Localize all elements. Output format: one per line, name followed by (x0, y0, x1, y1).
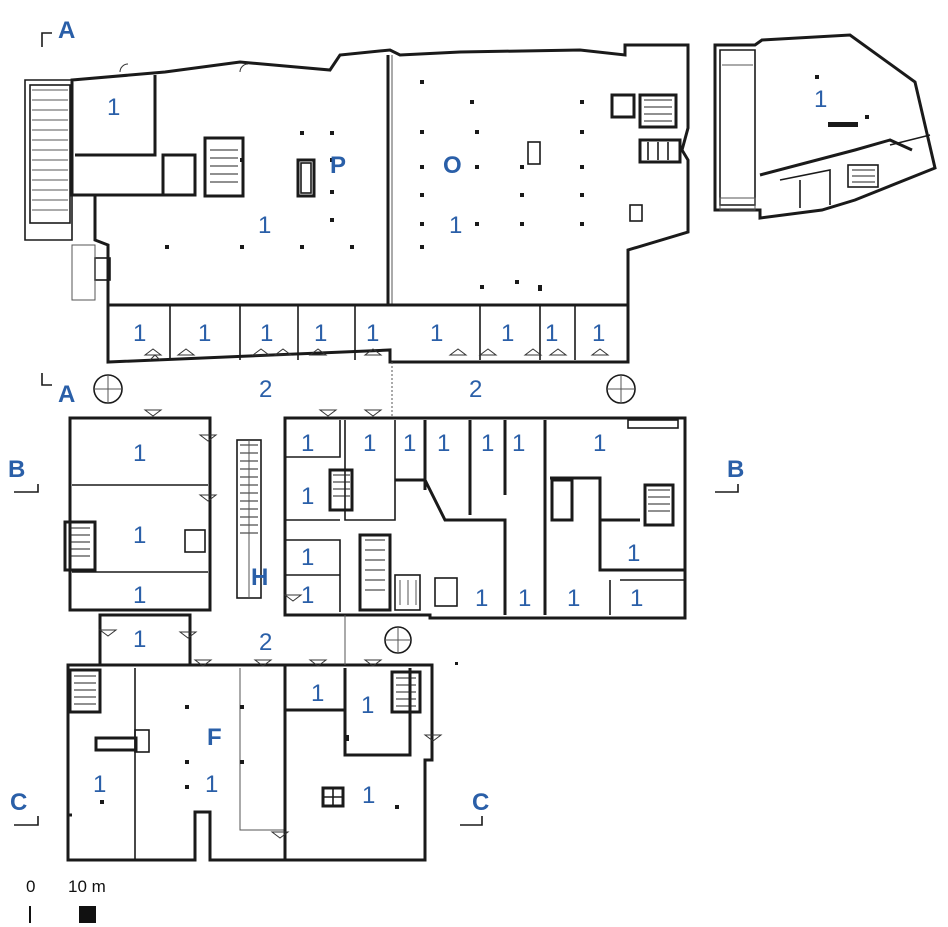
room-label: 1 (366, 320, 379, 347)
section-mark-b-left: B (8, 456, 25, 483)
block-f (66, 663, 287, 862)
block-lower-right (283, 663, 434, 862)
room-label: 1 (314, 320, 327, 347)
room-label: 1 (518, 585, 531, 612)
room-label: 1 (501, 320, 514, 347)
scale-tick (29, 906, 31, 923)
doors-lower (98, 409, 443, 839)
room-label: 1 (593, 430, 606, 457)
room-label: 1 (361, 692, 374, 719)
circulation-label: 2 (259, 629, 272, 656)
block-middle-right (283, 416, 687, 620)
room-label: 1 (430, 320, 443, 347)
room-label: 1 (311, 680, 324, 707)
room-label: 1 (133, 320, 146, 347)
room-label: 1 (301, 430, 314, 457)
section-mark-b-right: B (727, 456, 744, 483)
room-label: 1 (630, 585, 643, 612)
doors-upper (119, 63, 610, 361)
scale-bar: 0 10 m (26, 877, 106, 923)
room-label: 1 (545, 320, 558, 347)
section-mark-c-left: C (10, 789, 27, 816)
room-label: 1 (437, 430, 450, 457)
room-label: 1 (512, 430, 525, 457)
room-label: 1 (567, 585, 580, 612)
section-marks: A A B B C C (8, 17, 744, 826)
room-label: 1 (301, 483, 314, 510)
circulation-label: 2 (259, 376, 272, 403)
section-mark-c-right: C (472, 789, 489, 816)
section-mark-a-bottom: A (58, 381, 75, 408)
section-mark-a-top: A (58, 17, 75, 44)
columns-upper (165, 80, 584, 291)
zone-label-p: P (330, 152, 346, 179)
room-label: 1 (362, 782, 375, 809)
zone-label-f: F (207, 724, 222, 751)
room-label: 1 (258, 212, 271, 239)
block-northeast (713, 33, 937, 220)
room-label: 1 (627, 540, 640, 567)
circulation-label: 2 (469, 376, 482, 403)
room-label: 1 (133, 582, 146, 609)
room-label: 1 (93, 771, 106, 798)
room-label: 1 (363, 430, 376, 457)
room-label: 1 (198, 320, 211, 347)
zone-labels: P O H F (207, 152, 462, 751)
room-label: 1 (260, 320, 273, 347)
zone-label-h: H (251, 564, 268, 591)
scale-zero-label: 0 (26, 877, 35, 896)
room-label: 1 (133, 626, 146, 653)
room-label: 1 (592, 320, 605, 347)
room-label: 1 (107, 94, 120, 121)
block-middle-left (63, 416, 262, 667)
room-label: 1 (133, 440, 146, 467)
room-label: 1 (481, 430, 494, 457)
room-labels: 1 1 1 1 1 1 1 1 1 1 1 1 1 2 2 1 1 1 1 1 … (93, 86, 827, 809)
columns-lower (100, 662, 458, 809)
room-label: 1 (475, 585, 488, 612)
room-label: 1 (301, 544, 314, 571)
zone-label-o: O (443, 152, 462, 179)
room-label: 1 (301, 582, 314, 609)
block-p-o (24, 43, 690, 364)
room-label: 1 (449, 212, 462, 239)
room-label: 1 (205, 771, 218, 798)
room-label: 1 (814, 86, 827, 113)
scale-ten-label: 10 m (68, 877, 106, 896)
room-label: 1 (133, 522, 146, 549)
scale-square (79, 906, 96, 923)
room-label: 1 (403, 430, 416, 457)
revolving-doors (93, 374, 636, 654)
